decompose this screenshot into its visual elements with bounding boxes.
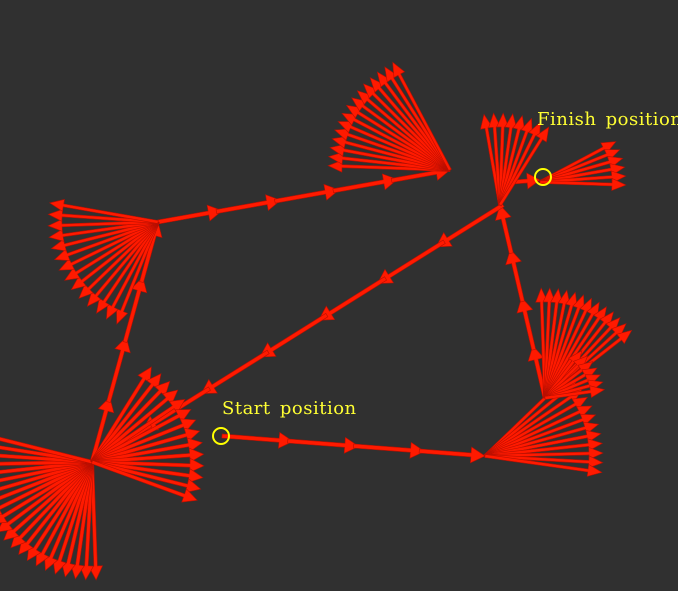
- segment-right-to-top-junction: [494, 204, 548, 399]
- path-arrow: [494, 204, 514, 255]
- fan-finish: [538, 141, 627, 191]
- finish-marker-icon[interactable]: [534, 168, 552, 186]
- fan-top-center: [327, 61, 452, 173]
- pose-arrow: [0, 445, 93, 465]
- fan-bottom-left-down: [0, 436, 104, 581]
- pose-arrow: [0, 436, 93, 465]
- pose-arrow: [91, 459, 202, 493]
- path-arrow: [215, 194, 282, 214]
- segment-start-to-right: [221, 431, 486, 464]
- pose-arrow: [86, 220, 160, 307]
- path-arrow: [376, 239, 446, 284]
- segment-left-up: [89, 221, 163, 463]
- pose-arrow: [484, 454, 603, 477]
- pose-arrow: [64, 220, 160, 281]
- pose-arrow: [47, 218, 159, 232]
- path-arrow: [274, 183, 340, 204]
- path-segments: [89, 164, 548, 464]
- pose-arrow: [48, 220, 159, 242]
- path-arrow: [318, 276, 388, 321]
- pose-arrow: [392, 61, 452, 172]
- start-position-label: Start position: [222, 398, 357, 419]
- path-arrow: [527, 345, 548, 399]
- pose-arrow: [498, 126, 550, 207]
- pose-arrow: [90, 389, 179, 464]
- pose-arrow: [91, 427, 201, 465]
- pose-arrow: [91, 447, 205, 465]
- pose-arrow: [90, 366, 152, 464]
- path-arrow: [332, 173, 398, 194]
- pose-arrow: [48, 199, 159, 224]
- path-arrow: [221, 431, 294, 449]
- path-arrow: [287, 436, 360, 454]
- fan-upper-left: [47, 199, 160, 325]
- pose-arrow: [91, 437, 203, 465]
- path-arrow: [200, 349, 270, 395]
- pose-arrow: [47, 208, 159, 224]
- pose-arrow: [78, 220, 160, 299]
- fan-right-small: [543, 350, 606, 400]
- pose-arrow: [544, 385, 606, 400]
- pose-arrow: [90, 380, 171, 464]
- pose-arrow: [539, 178, 627, 191]
- pose-arrow: [50, 220, 159, 252]
- finish-position-label: Finish position: [537, 109, 678, 130]
- pose-arrow: [96, 220, 160, 314]
- fan-top-junction: [480, 112, 550, 207]
- path-arrow: [435, 202, 505, 248]
- path-arrow: [157, 204, 223, 225]
- pose-arrow: [91, 460, 198, 503]
- path-arrow: [516, 297, 537, 351]
- pose-arrow: [90, 399, 186, 464]
- fan-bottom-left-right: [90, 366, 205, 503]
- pose-arrow: [91, 457, 205, 473]
- pose-arrow: [70, 220, 160, 291]
- path-arrow: [89, 396, 115, 463]
- pose-arrow: [58, 220, 160, 271]
- pose-arrow: [90, 409, 192, 464]
- pose-arrow: [90, 373, 162, 464]
- pose-arrow: [53, 220, 159, 261]
- pose-arrow: [0, 459, 94, 515]
- pose-arrow: [0, 453, 93, 465]
- position-markers: [212, 168, 552, 445]
- pose-arrow: [106, 220, 160, 320]
- pose-arrow: [91, 459, 204, 484]
- path-arrow: [418, 446, 486, 464]
- path-arrow: [505, 248, 525, 303]
- path-arrow: [106, 336, 131, 403]
- path-arrow: [352, 441, 426, 459]
- pose-arrow: [90, 418, 197, 464]
- start-marker-icon[interactable]: [212, 427, 230, 445]
- segment-top-left-to-center: [157, 164, 451, 225]
- pose-arrow-fans: [0, 61, 633, 581]
- pose-arrow: [116, 221, 160, 325]
- path-arrow: [259, 312, 329, 358]
- path-arrow: [122, 276, 148, 343]
